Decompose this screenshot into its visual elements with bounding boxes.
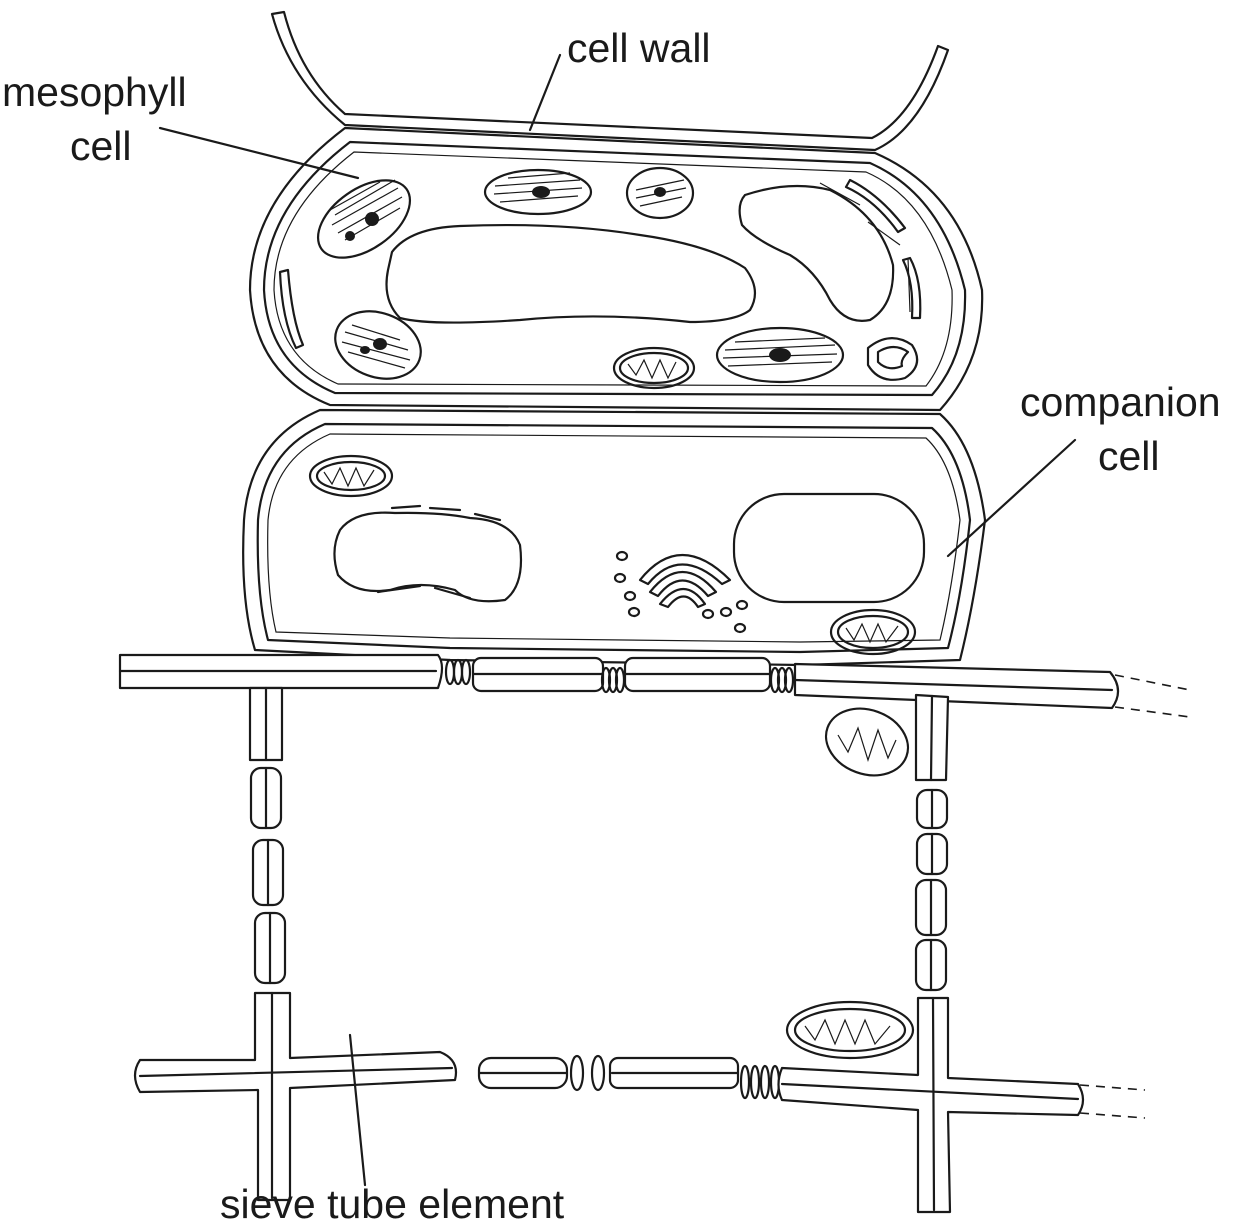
label-companion-line1: companion <box>1020 379 1221 425</box>
mesophyll-mitochondrion <box>612 346 696 390</box>
companion-mitochondrion-1 <box>308 454 394 498</box>
plasmodesmata-3 <box>769 666 795 694</box>
label-sieve-tube: sieve tube element <box>220 1181 565 1227</box>
companion-outer-wall <box>242 408 987 667</box>
label-mesophyll-line1: mesophyll <box>2 69 187 115</box>
mesophyll-cell <box>248 10 984 412</box>
mesophyll-outer-wall <box>270 10 950 152</box>
mesophyll-vesicle <box>866 337 919 381</box>
leader-companion <box>946 438 1077 558</box>
chloroplast-5 <box>715 326 845 384</box>
leader-mesophyll <box>158 126 360 180</box>
golgi-apparatus <box>613 550 749 634</box>
mesophyll-vacuole <box>385 223 757 324</box>
er-strand-1 <box>844 178 907 234</box>
companion-plasma-membrane <box>256 422 972 654</box>
companion-vacuole <box>732 492 926 604</box>
mesophyll-nucleus <box>738 182 911 322</box>
plasmodesmata-1 <box>444 658 472 686</box>
mesophyll-plasma-membrane <box>262 140 967 397</box>
sieve-tube-right-wall <box>914 693 950 992</box>
label-mesophyll-line2: cell <box>70 123 132 169</box>
label-cell-wall: cell wall <box>567 25 711 71</box>
plasmodesmata-2 <box>600 666 626 694</box>
companion-nucleus <box>333 504 523 603</box>
mesophyll-wall-outer <box>248 126 984 412</box>
sieve-tube-upper-wall <box>118 653 1191 718</box>
chloroplast-3 <box>625 166 695 220</box>
sieve-plate-bottom-segments <box>477 1054 781 1100</box>
sieve-tube-mitochondrion <box>824 707 910 777</box>
companion-inner-membrane <box>267 433 961 643</box>
sieve-plate-right-cross <box>777 996 1146 1214</box>
chloroplast-4 <box>334 310 422 380</box>
label-companion-line2: cell <box>1098 433 1160 479</box>
companion-cell <box>242 408 987 667</box>
lower-mitochondrion <box>785 1000 915 1060</box>
leader-sieve-tube <box>348 1033 367 1187</box>
chloroplast-1 <box>316 179 412 259</box>
sieve-plate-left-cross <box>133 991 458 1202</box>
sieve-tube-left-wall <box>248 686 287 985</box>
mesophyll-inner-membrane <box>273 151 953 387</box>
chloroplast-2 <box>483 168 593 216</box>
companion-mitochondrion-2 <box>829 608 917 656</box>
leader-cell-wall <box>528 53 562 132</box>
er-strand-2 <box>901 256 922 320</box>
er-strand-3 <box>278 268 305 350</box>
